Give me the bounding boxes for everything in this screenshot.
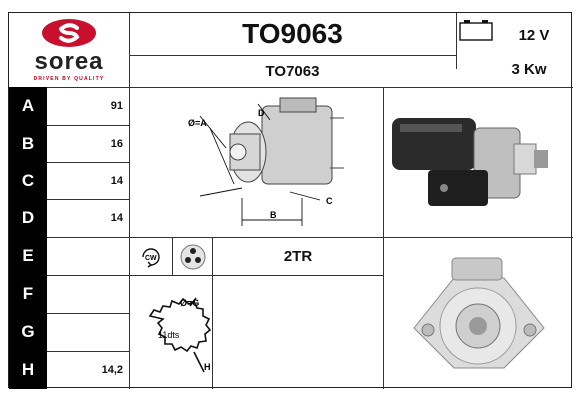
- alt-part-code: TO7063: [265, 63, 320, 80]
- teeth-count: 11dts: [158, 330, 180, 340]
- row-letter-d: D: [9, 199, 47, 237]
- brand-logo: sorea DRIVEN BY QUALITY: [9, 13, 129, 87]
- row-value-g: [47, 313, 129, 351]
- row-letter-c: C: [9, 162, 47, 199]
- row-value-d: 14: [110, 212, 123, 224]
- brand-tagline: DRIVEN BY QUALITY: [33, 76, 105, 82]
- label-phi-a: Ø=A: [188, 118, 207, 128]
- label-b: B: [270, 210, 277, 220]
- brand-name: sorea: [34, 48, 104, 75]
- rotation-label: CW: [145, 255, 157, 262]
- label-phi-g: Ø=G: [180, 298, 199, 308]
- row-value-e: [47, 237, 129, 275]
- row-letter-a: A: [9, 87, 47, 125]
- row-letter-f: F: [9, 275, 47, 313]
- engine-code: 2TR: [283, 248, 313, 265]
- spec-sheet: sorea DRIVEN BY QUALITY TO9063 TO7063 12…: [8, 12, 573, 389]
- main-part-code: TO9063: [242, 18, 343, 49]
- product-photo-front: [384, 238, 573, 389]
- product-photo-side: [384, 88, 573, 237]
- row-value-a: 91: [110, 100, 123, 112]
- row-letter-h: H: [9, 351, 47, 389]
- sorea-s-logo-icon: [42, 19, 96, 47]
- row-value-h: 14,2: [101, 364, 123, 376]
- rotation-cell: CW: [130, 238, 172, 275]
- row-letter-e: E: [9, 237, 47, 275]
- row-value-b: 16: [110, 137, 123, 150]
- row-letter-g: G: [9, 313, 47, 351]
- three-hole-flange-icon: [180, 244, 205, 269]
- voltage-value: 12 V: [518, 27, 550, 44]
- power-value: 3 Kw: [511, 61, 547, 78]
- label-c: C: [326, 196, 333, 206]
- row-letter-b: B: [9, 125, 47, 162]
- label-d: D: [258, 108, 265, 118]
- label-h: H: [204, 362, 211, 372]
- battery-icon: [459, 19, 493, 46]
- technical-drawing: Ø=A D C B: [130, 88, 383, 237]
- row-value-f: [47, 275, 129, 313]
- mounting-cell: [173, 238, 212, 275]
- row-value-c: 14: [110, 174, 123, 187]
- pinion-diagram: Ø=G 11dts H: [130, 276, 212, 389]
- clockwise-rotation-icon: CW: [142, 247, 160, 268]
